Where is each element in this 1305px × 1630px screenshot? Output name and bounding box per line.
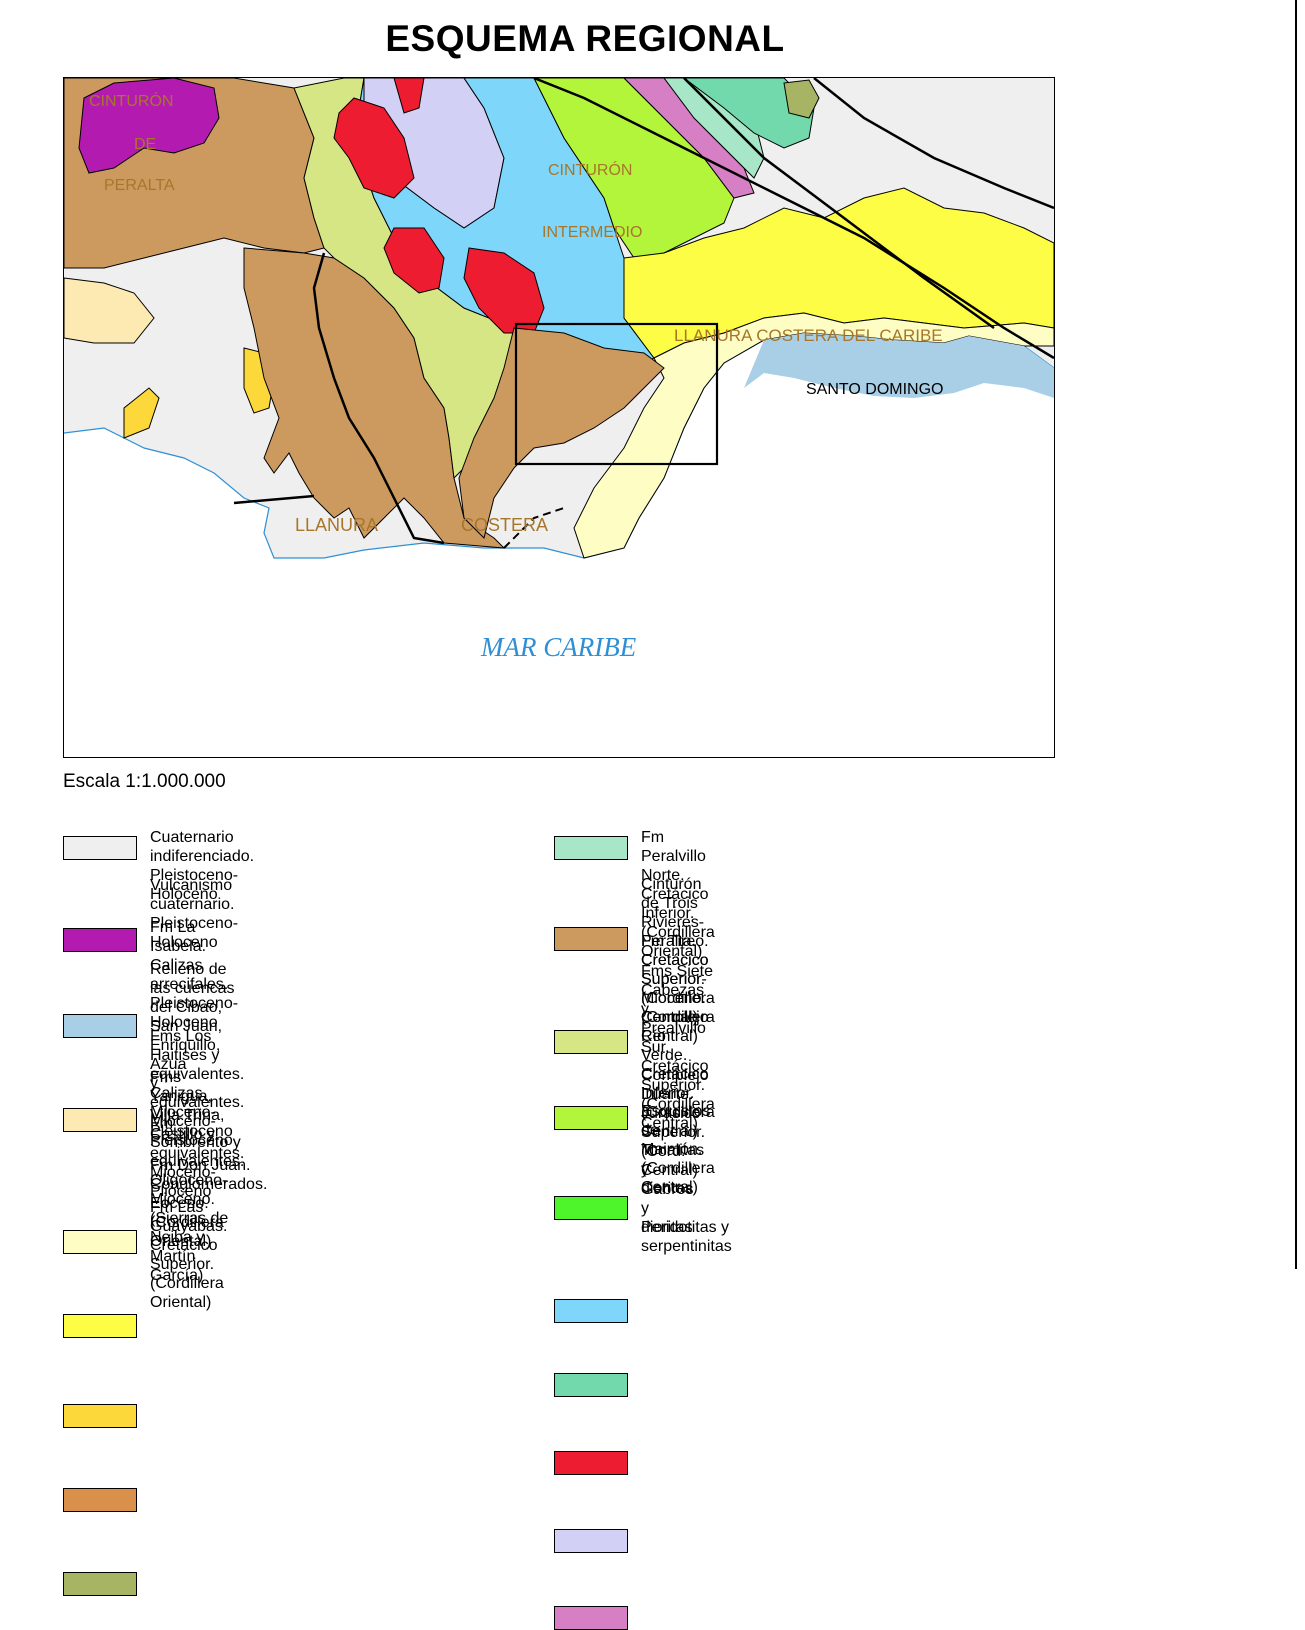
label-llanura: LLANURA [295, 515, 379, 535]
unit-guayabas [783, 79, 820, 119]
legend-swatch [554, 1529, 628, 1553]
legend-swatch [63, 1572, 137, 1596]
map-drawing [64, 78, 1054, 559]
legend-label: Tonalitas y dioritas [641, 1142, 705, 1197]
legend-swatch [554, 836, 628, 860]
unit-tonalitas-1 [333, 97, 415, 199]
fault-3 [813, 78, 1054, 210]
legend-label: Esquistos de Maimón. (Cordillera Central… [641, 1103, 715, 1196]
legend-label: Fm Peralvillo Norte. Cretácico Inferior.… [641, 829, 715, 960]
legend-swatch [63, 1488, 137, 1512]
regional-map: CINTURÓN DE PERALTA CINTURÓN INTERMEDIO … [63, 77, 1055, 758]
legend-label: Fms Yanigua, Villa Trina, Castillo y equ… [150, 1069, 245, 1200]
legend-label: Vulcanismo cuaternario. Pleistoceno-Holo… [150, 877, 239, 951]
legend-swatch [63, 1108, 137, 1132]
legend-swatch [63, 1014, 137, 1038]
study-area-box [514, 322, 719, 466]
unit-peralta-lobe [458, 327, 665, 539]
legend-label: Fm La Isabela. Calizas arrecifales. Plei… [150, 919, 239, 1031]
fault-1 [533, 78, 1054, 360]
map-scale: Escala 1:1.000.000 [63, 771, 226, 792]
fault-6 [503, 507, 565, 549]
unit-tonalitas-2 [383, 227, 445, 294]
legend-swatch [554, 1030, 628, 1054]
legend-label: Relleno de las cuencas del Cibao, San Ju… [150, 961, 245, 1149]
legend-label: Fms Siete Cabezas y Prealvillo Sur. Cret… [641, 963, 715, 1132]
legend-swatch [554, 1106, 628, 1130]
legend-label: Cuaternario indiferenciado. Pleistoceno-… [150, 829, 255, 903]
legend-label: Fm Las Guayabas. Cretácico Superior. (Co… [150, 1199, 228, 1311]
legend-label: Gabros y dioritas [641, 1181, 694, 1236]
legend-label: Fms Los Haitises y equivalentes. Calizas… [150, 1028, 245, 1140]
label-intermedio-1: CINTURÓN [548, 162, 633, 179]
label-mar-caribe: MAR CARIBE [481, 632, 637, 662]
label-santo-domingo: SANTO DOMINGO [806, 381, 944, 398]
map-title: ESQUEMA REGIONAL [385, 18, 785, 59]
legend-swatch [554, 1451, 628, 1475]
legend-swatch [63, 928, 137, 952]
legend-label: Fm Don Juan. Conglomerados. Eoceno. (Cor… [150, 1157, 268, 1250]
label-costera: COSTERA [461, 515, 549, 535]
legend-label: Complejo Río Verde. Cretácico Inferior. … [641, 1009, 715, 1140]
unit-isabela [744, 333, 1054, 398]
unit-vulcanismo [78, 78, 220, 174]
label-peralta-2: DE [134, 136, 157, 153]
legend-swatch [63, 1404, 137, 1428]
fault-2 [683, 78, 995, 330]
legend-label: Cinturón de Trois Rivieres-Peralta. Cret… [641, 876, 715, 1045]
page-border [1295, 0, 1297, 1269]
legend-label: Complejo Duarte. Jurásico Superior. (Cor… [641, 1067, 709, 1179]
legend-label: Fm Tireo. Cretácico Superior. (Cordiller… [641, 933, 715, 1026]
unit-sombrerito-2 [123, 387, 160, 439]
legend-swatch [63, 1230, 137, 1254]
legend-label: Peridotitas y serpentinitas [641, 1219, 732, 1255]
legend-swatch [554, 1299, 628, 1323]
fault-4 [312, 252, 445, 545]
legend-swatch [63, 1314, 137, 1338]
label-llanura-caribe: LLANURA COSTERA DEL CARIBE [674, 326, 943, 345]
legend-swatch [554, 927, 628, 951]
label-peralta-1: CINTURÓN [89, 93, 174, 110]
unit-relleno [64, 277, 155, 344]
legend-swatch [63, 836, 137, 860]
label-peralta-3: PERALTA [104, 177, 175, 194]
legend-swatch [554, 1373, 628, 1397]
label-intermedio-2: INTERMEDIO [542, 224, 643, 241]
legend-swatch [554, 1196, 628, 1220]
fault-5 [233, 494, 315, 505]
legend-swatch [554, 1606, 628, 1630]
unit-tonalitas-4 [393, 78, 425, 114]
